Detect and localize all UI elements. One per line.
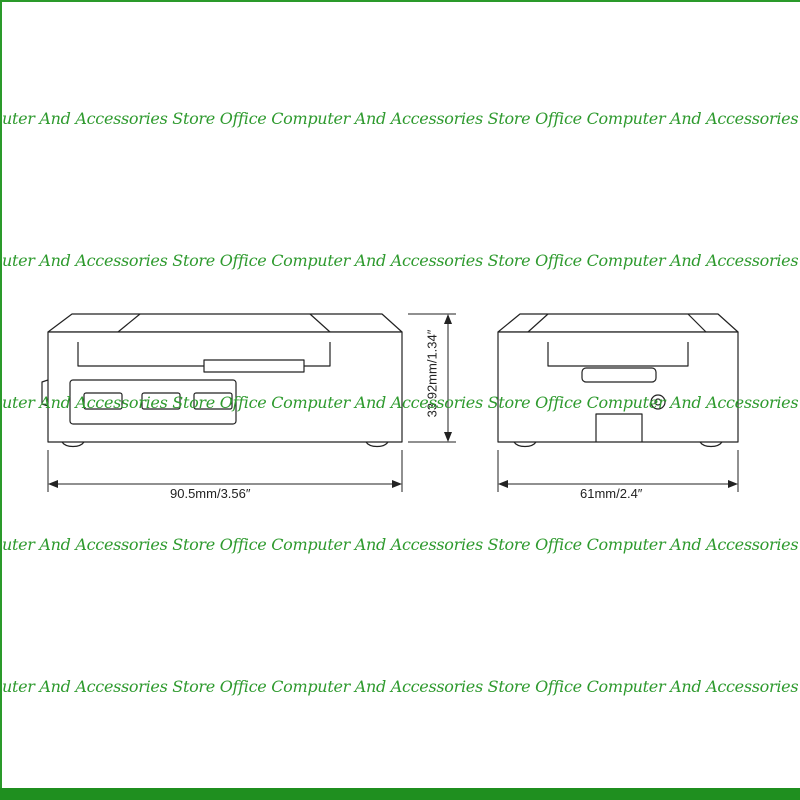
side-lid-chamfer-left <box>527 313 549 333</box>
front-port-panel <box>69 379 237 425</box>
front-lid-chamfer-left <box>117 313 141 333</box>
depth-dimension-line <box>497 450 739 492</box>
usb-port-2 <box>141 392 181 410</box>
front-foot-right <box>365 441 389 448</box>
front-body <box>47 331 403 443</box>
side-top-lid <box>497 313 739 333</box>
width-dimension-label: 90.5mm/3.56″ <box>170 486 251 501</box>
usb-port-1 <box>83 392 123 410</box>
front-view <box>41 313 403 448</box>
side-audio-jack-inner <box>654 398 662 406</box>
side-body <box>497 331 739 443</box>
front-lid-chamfer-right <box>309 313 331 333</box>
depth-dimension-label: 61mm/2.4″ <box>580 486 643 501</box>
width-dimension-line <box>47 450 403 492</box>
side-audio-jack <box>650 394 666 410</box>
side-lid-chamfer-right <box>687 313 707 333</box>
side-foot-left <box>513 441 537 448</box>
side-slider <box>581 367 657 383</box>
frame-bottom-bar <box>0 788 800 800</box>
front-sd-slot <box>203 359 305 373</box>
side-bottom-port <box>595 413 643 442</box>
frame-top-border <box>0 0 800 2</box>
height-dimension-line <box>408 313 456 443</box>
usb-port-3 <box>193 392 233 410</box>
frame-left-border <box>0 0 2 800</box>
front-side-button <box>41 379 49 407</box>
height-dimension-label: 33.92mm/1.34″ <box>424 329 440 418</box>
side-foot-right <box>699 441 723 448</box>
front-top-lid <box>47 313 403 333</box>
front-foot-left <box>61 441 85 448</box>
side-view <box>497 313 739 448</box>
side-recess <box>547 342 689 367</box>
